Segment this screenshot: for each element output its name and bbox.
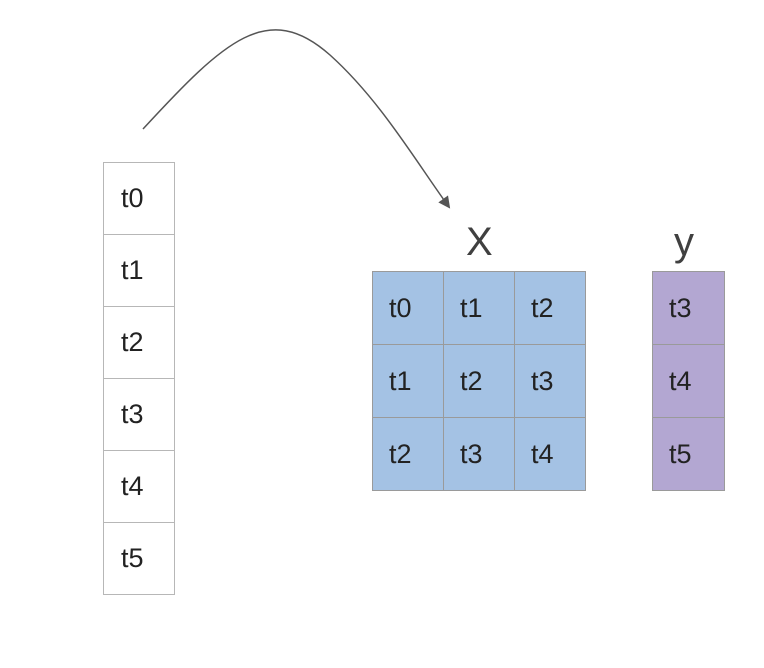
sequence-cell: t1 bbox=[103, 234, 175, 307]
y-vector: t3 t4 t5 bbox=[652, 271, 725, 491]
x-matrix-cell: t3 bbox=[515, 345, 586, 418]
x-matrix-cell: t2 bbox=[515, 272, 586, 345]
sequence-cell: t0 bbox=[103, 162, 175, 235]
y-vector-cell: t3 bbox=[653, 272, 725, 345]
x-matrix-cell: t2 bbox=[373, 418, 444, 491]
sequence-cell: t5 bbox=[103, 522, 175, 595]
arrow-curve bbox=[142, 29, 451, 209]
x-matrix-cell: t0 bbox=[373, 272, 444, 345]
x-matrix-cell: t1 bbox=[373, 345, 444, 418]
y-vector-label: y bbox=[674, 220, 694, 264]
x-matrix-cell: t1 bbox=[444, 272, 515, 345]
sequence-cell: t3 bbox=[103, 378, 175, 451]
sequence-cell: t4 bbox=[103, 450, 175, 523]
x-matrix-cell: t3 bbox=[444, 418, 515, 491]
y-vector-cell: t5 bbox=[653, 418, 725, 491]
x-matrix: t0 t1 t2 t1 t2 t3 t2 t3 t4 bbox=[372, 271, 586, 491]
sequence-cell: t2 bbox=[103, 306, 175, 379]
x-matrix-cell: t2 bbox=[444, 345, 515, 418]
time-series-column: t0 t1 t2 t3 t4 t5 bbox=[103, 162, 175, 595]
x-matrix-label: X bbox=[466, 220, 493, 264]
y-vector-cell: t4 bbox=[653, 345, 725, 418]
x-matrix-cell: t4 bbox=[515, 418, 586, 491]
